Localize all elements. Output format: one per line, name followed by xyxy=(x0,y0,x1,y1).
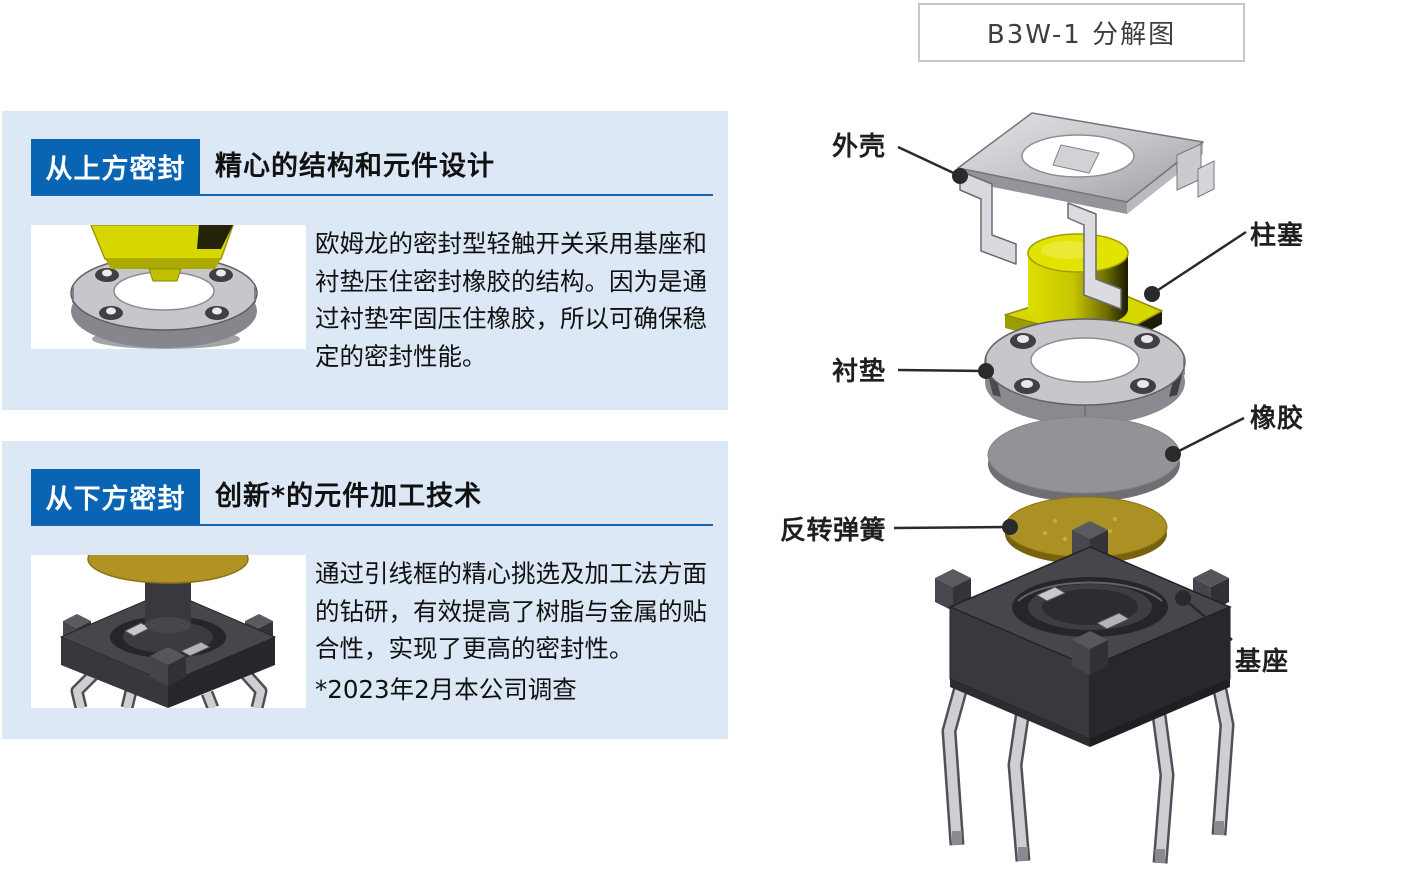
label-plunger: 柱塞 xyxy=(1250,221,1305,251)
label-rubber: 橡胶 xyxy=(1250,404,1305,434)
plunger-gasket-image xyxy=(70,225,258,349)
base-spring-figure xyxy=(31,555,306,708)
base-legs xyxy=(70,666,268,708)
gasket-ring xyxy=(70,255,258,348)
seal-from-top-badge: 从上方密封 xyxy=(31,139,200,194)
cover-part xyxy=(957,112,1215,310)
spring-disc xyxy=(87,555,249,633)
label-housing: 外壳 xyxy=(831,132,886,162)
label-reversal-spring: 反转弹簧 xyxy=(779,516,886,546)
accent-rule xyxy=(31,194,713,196)
callouts xyxy=(893,145,1247,641)
seal-from-top-body: 欧姆龙的密封型轻触开关采用基座和衬垫压住密封橡胶的结构。因为是通过衬垫牢固压住橡… xyxy=(315,229,707,371)
survey-footnote: *2023年2月本公司调查 xyxy=(315,675,577,704)
seal-from-top-title: 精心的结构和元件设计 xyxy=(215,151,495,182)
plunger-part xyxy=(1004,233,1163,355)
accent-rule xyxy=(31,524,713,526)
gasket-part xyxy=(984,318,1186,425)
base-part xyxy=(935,521,1235,864)
label-base: 基座 xyxy=(1235,647,1290,677)
plunger-bottom xyxy=(90,225,234,282)
base-body xyxy=(59,590,277,708)
diagram-title-box: B3W-1 分解图 xyxy=(918,3,1245,62)
exploded-diagram: B3W-1 分解图 xyxy=(775,0,1321,885)
exploded-view-image xyxy=(893,112,1247,864)
seal-from-bottom-title: 创新*的元件加工技术 xyxy=(215,481,483,512)
rubber-part xyxy=(987,416,1181,502)
seal-from-bottom-badge: 从下方密封 xyxy=(31,469,200,524)
plunger-gasket-figure xyxy=(31,225,306,349)
label-gasket: 衬垫 xyxy=(831,357,886,387)
seal-from-bottom-body: 通过引线框的精心挑选及加工法方面的钻研，有效提高了树脂与金属的贴合性，实现了更高… xyxy=(315,559,707,663)
seal-from-bottom-panel: 从下方密封 创新*的元件加工技术 xyxy=(2,441,728,739)
base-spring-image xyxy=(59,555,277,708)
seal-from-top-panel: 从上方密封 精心的结构和元件设计 欧姆龙的密封 xyxy=(2,111,728,410)
diagram-title-text: B3W-1 分解图 xyxy=(986,20,1177,50)
